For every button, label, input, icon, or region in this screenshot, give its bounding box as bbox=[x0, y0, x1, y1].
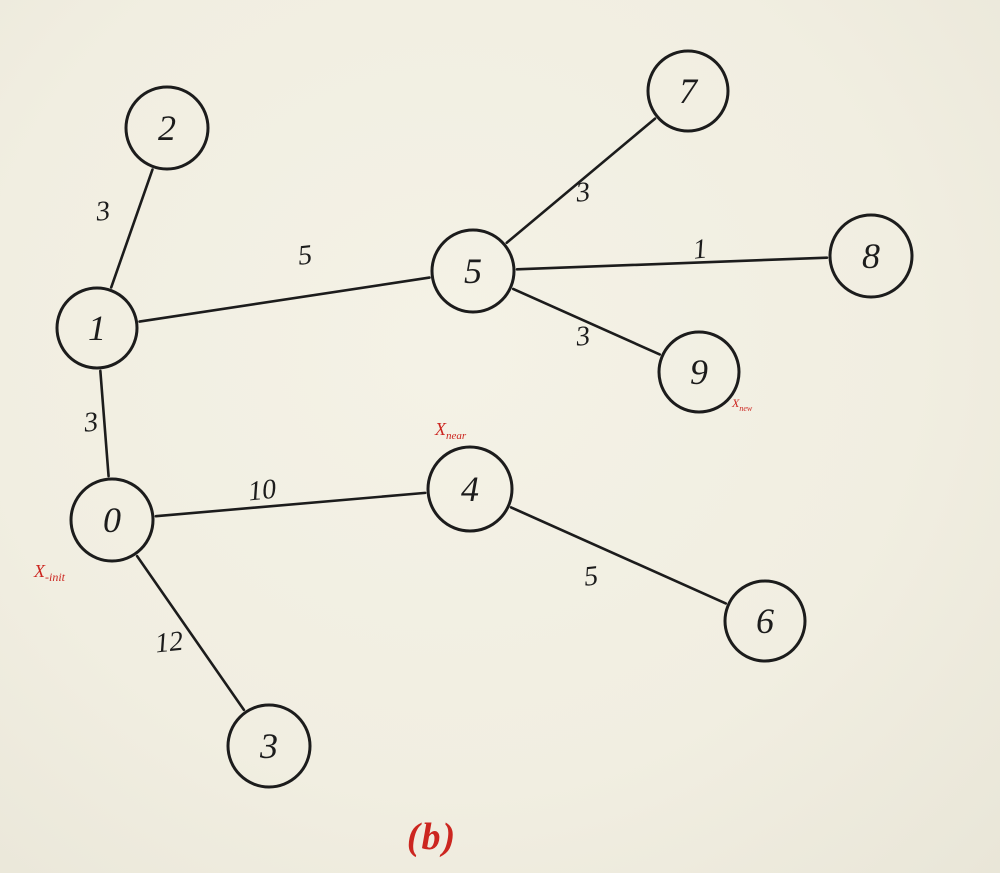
graph-node-3: 3 bbox=[226, 703, 312, 789]
graph-edge-5-9 bbox=[511, 287, 662, 356]
edge-weight-label: 3 bbox=[574, 176, 592, 208]
edge-weight-label: 5 bbox=[297, 239, 314, 271]
graph-edge-2-1 bbox=[109, 168, 154, 289]
graph-edge-1-0 bbox=[99, 369, 110, 478]
x-new-label: Xnew bbox=[731, 396, 753, 413]
graph-edge-5-7 bbox=[505, 117, 657, 245]
node-label-8: 8 bbox=[862, 236, 880, 276]
node-label-5: 5 bbox=[464, 251, 482, 291]
node-label-9: 9 bbox=[690, 352, 708, 392]
edge-weight-label: 12 bbox=[154, 626, 185, 660]
edge-weight-label: 3 bbox=[82, 406, 100, 438]
graph-node-1: 1 bbox=[55, 286, 139, 370]
node-circle-8 bbox=[828, 213, 914, 299]
edge-weight-label: 10 bbox=[247, 474, 278, 508]
graph-node-8: 8 bbox=[828, 213, 914, 299]
graph-edge-4-6 bbox=[509, 506, 728, 605]
node-circle-9 bbox=[657, 330, 741, 414]
graph-node-0: 0 bbox=[69, 477, 155, 563]
x-init-label: X-init bbox=[33, 561, 66, 584]
node-circle-3 bbox=[226, 703, 312, 789]
graph-node-9: 9 bbox=[657, 330, 741, 414]
graph-node-4: 4 bbox=[426, 445, 514, 533]
graph-node-5: 5 bbox=[430, 228, 516, 314]
graph-node-2: 2 bbox=[124, 85, 210, 171]
edge-weight-label: 1 bbox=[692, 233, 709, 265]
node-circle-5 bbox=[430, 228, 516, 314]
node-label-4: 4 bbox=[461, 469, 479, 509]
edge-weight-label: 3 bbox=[94, 195, 112, 227]
graph-edge-0-4 bbox=[154, 491, 427, 518]
graph-edge-0-3 bbox=[135, 554, 246, 712]
node-circle-6 bbox=[723, 579, 807, 663]
figure-caption: (b) bbox=[406, 816, 458, 858]
graph-node-7: 7 bbox=[646, 49, 730, 133]
graph-edge-1-5 bbox=[138, 276, 431, 323]
node-circle-2 bbox=[124, 85, 210, 171]
edge-weight-label: 5 bbox=[583, 560, 600, 592]
edge-weight-label: 3 bbox=[574, 320, 592, 352]
graph-edge-5-8 bbox=[515, 256, 829, 271]
node-label-1: 1 bbox=[88, 308, 106, 348]
node-circle-0 bbox=[69, 477, 155, 563]
node-label-3: 3 bbox=[259, 726, 278, 766]
node-circle-7 bbox=[646, 49, 730, 133]
node-label-2: 2 bbox=[158, 108, 176, 148]
node-circle-4 bbox=[426, 445, 514, 533]
graph-node-6: 6 bbox=[723, 579, 807, 663]
x-near-label: Xnear bbox=[434, 419, 467, 442]
node-label-6: 6 bbox=[756, 601, 774, 641]
node-label-7: 7 bbox=[679, 71, 699, 111]
node-label-0: 0 bbox=[103, 500, 121, 540]
node-circle-1 bbox=[55, 286, 139, 370]
